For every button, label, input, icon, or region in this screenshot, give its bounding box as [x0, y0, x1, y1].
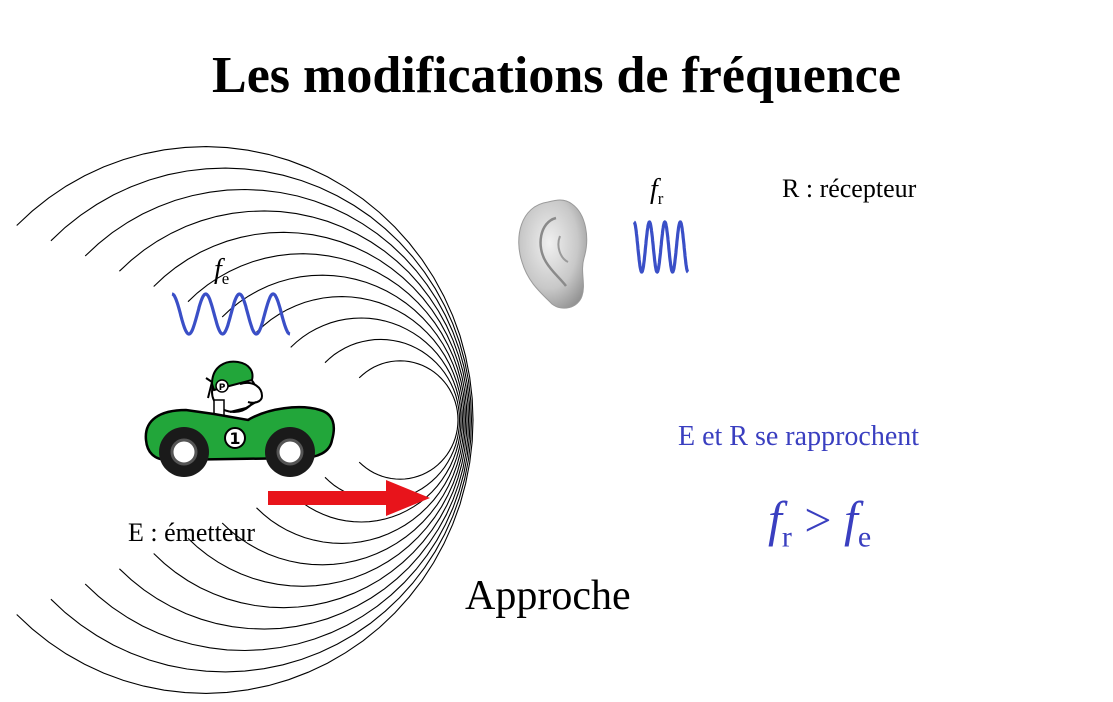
receiver-frequency-symbol: fr — [650, 174, 664, 208]
wavefront-arc — [324, 338, 461, 502]
approach-description: E et R se rapprochent — [678, 421, 920, 452]
wavefront-arc — [358, 360, 459, 480]
receiver-label: R : récepteur — [782, 174, 917, 203]
wavefront-arc — [256, 296, 464, 544]
wavefront-arc — [187, 253, 467, 587]
car-number: 1 — [229, 429, 240, 448]
race-car: P 1 — [144, 360, 336, 477]
slide-title: Les modifications de fréquence — [212, 47, 901, 104]
wavefront-arc — [290, 317, 462, 523]
wavefront-arcs — [16, 146, 474, 694]
wavefront-arc — [153, 231, 468, 609]
helmet-letter: P — [219, 383, 226, 393]
emitter-frequency-symbol: fe — [214, 254, 230, 288]
emitter-wave — [171, 292, 291, 336]
wavefront-arc — [84, 188, 471, 652]
caption-approche: Approche — [465, 573, 631, 619]
wavefront-arc — [16, 146, 474, 694]
frequency-relation: fr > fe — [768, 491, 872, 554]
wavefront-arc — [221, 274, 465, 566]
emitter-label: E : émetteur — [128, 518, 256, 547]
ear-icon — [518, 199, 588, 309]
receiver-wave — [632, 220, 690, 274]
wavefront-arc — [50, 167, 473, 673]
motion-arrow — [268, 480, 430, 516]
wavefront-arc — [119, 210, 470, 630]
